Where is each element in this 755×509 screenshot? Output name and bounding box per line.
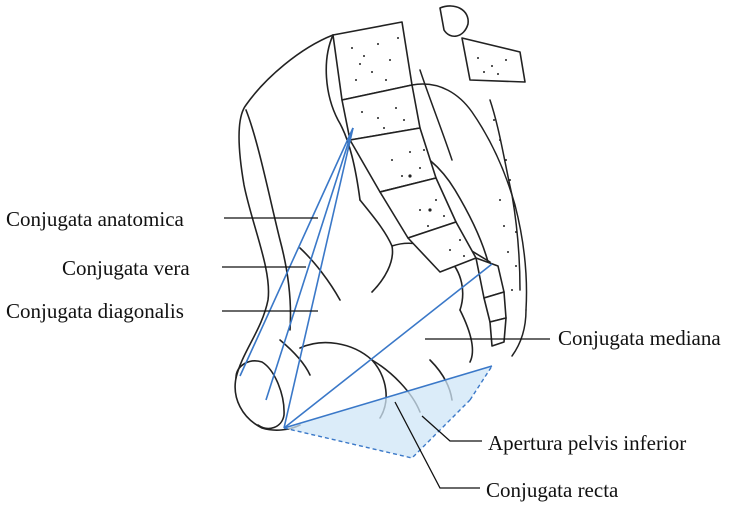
label-conjugata-mediana: Conjugata mediana bbox=[558, 328, 721, 349]
coccyx-2 bbox=[484, 292, 506, 322]
sacrum-vertebrae bbox=[333, 6, 525, 346]
conjugata-anatomica-line bbox=[240, 128, 353, 376]
conjugata-vera-line bbox=[266, 128, 353, 400]
label-conjugata-anatomica: Conjugata anatomica bbox=[6, 209, 184, 230]
spinous-process-top bbox=[440, 6, 468, 36]
coccyx-1 bbox=[476, 258, 504, 298]
conjugata-diagonalis-line bbox=[284, 128, 353, 428]
inferior-aperture-plane bbox=[284, 366, 492, 458]
label-conjugata-diagonalis: Conjugata diagonalis bbox=[6, 301, 184, 322]
label-conjugata-vera: Conjugata vera bbox=[62, 258, 190, 279]
label-apertura-pelvis-inferior: Apertura pelvis inferior bbox=[488, 433, 686, 454]
spinous-process-mid bbox=[462, 38, 525, 82]
label-conjugata-recta: Conjugata recta bbox=[486, 480, 618, 501]
coccyx-3 bbox=[490, 318, 506, 346]
